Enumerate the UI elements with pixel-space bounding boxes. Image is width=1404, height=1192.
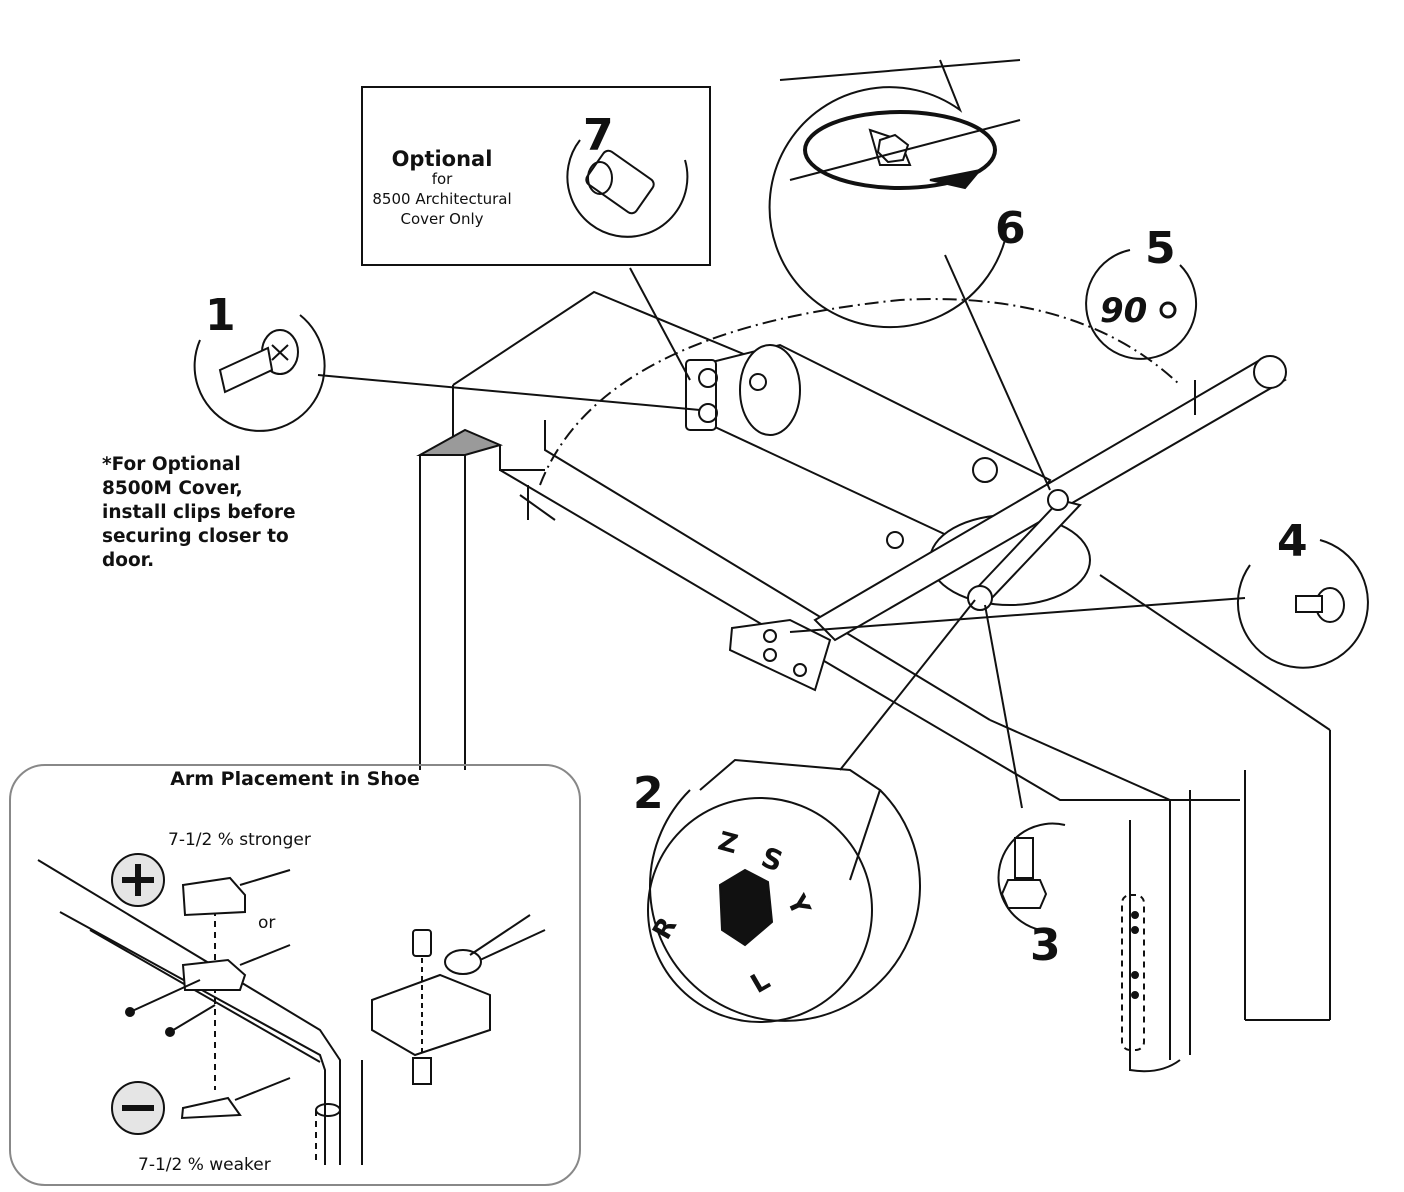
closer-body [685,343,1091,606]
callout-5 [1085,249,1198,360]
shoe-exploded-icon [371,914,546,1085]
optional-line-1: for [431,170,453,188]
callout-2 [649,789,921,1022]
door-frame [416,290,1331,1073]
cover-note-line-5: door. [102,550,155,571]
degree-icon [1159,301,1177,319]
thumb-screw-icon [1295,587,1345,623]
angle-label: 90 [1100,291,1147,331]
cover-note-line-3: install clips before [102,502,296,523]
hinge-pin-icon [315,1103,341,1165]
or-label: or [258,913,276,933]
plus-icon [111,853,165,907]
hex-bolt-icon [1000,837,1048,909]
dial-letter-z: Z [715,826,741,860]
step-6-number: 6 [995,203,1026,254]
insert-nut-icon [585,149,655,215]
hinge-icon [1121,894,1145,1051]
dial-letter-l: L [746,966,775,1000]
rotate-arrow-icon [779,59,1021,190]
cover-note: *For Optional 8500M Cover, install clips… [102,453,342,573]
step-7-number: 7 [583,110,614,161]
spring-size-pointer-icon [718,868,774,947]
step-3-number: 3 [1030,920,1061,971]
cover-note-line-2: 8500M Cover, [102,478,243,499]
dial-letter-s: S [757,841,787,879]
step-4-number: 4 [1277,516,1308,567]
optional-line-2: 8500 Architectural [372,190,512,208]
stronger-label: 7-1/2 % stronger [168,830,311,850]
callout-1 [193,314,326,432]
optional-title: Optional [391,147,493,171]
step-1-number: 1 [205,290,236,341]
callout-6 [768,59,1006,329]
step-2-number: 2 [633,768,664,819]
callout-3 [997,822,1066,931]
optional-line-3: Cover Only [400,210,484,228]
minus-icon [111,1081,165,1135]
arm-shoe-icon [180,869,291,1120]
cover-note-line-1: *For Optional [102,454,241,475]
step-5-number: 5 [1145,223,1176,274]
screw-icon [218,329,299,394]
swing-arc [539,298,1181,486]
callout-7 [566,139,689,238]
weaker-label: 7-1/2 % weaker [138,1155,271,1175]
callout-4 [1236,539,1369,669]
closer-arm [728,355,1287,692]
dial-letter-y: Y [780,890,816,922]
cover-note-line-4: securing closer to [102,526,289,547]
arm-placement-panel [9,764,581,1186]
optional-box [361,86,711,266]
arm-panel-title: Arm Placement in Shoe [170,768,420,790]
